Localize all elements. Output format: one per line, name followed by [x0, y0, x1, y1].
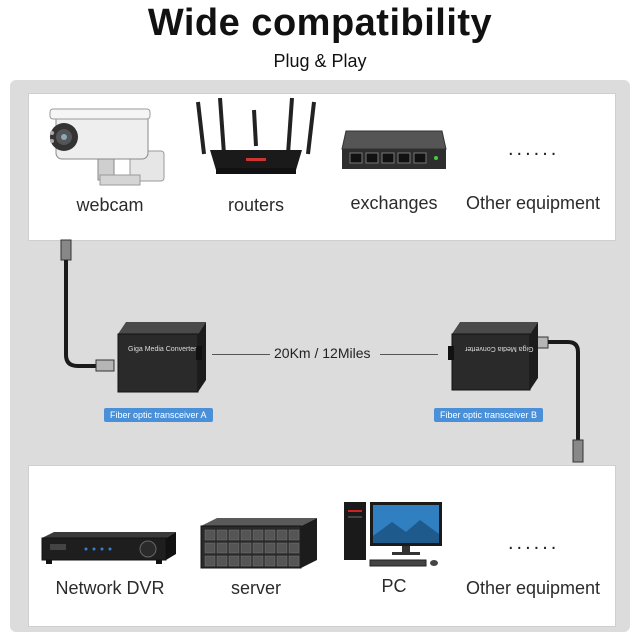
- distance-label: 20Km / 12Miles: [270, 345, 375, 361]
- server-icon: [200, 518, 317, 569]
- device-label-other-top: Other equipment: [465, 193, 601, 213]
- pc-icon: [344, 502, 442, 567]
- device-label-network-dvr: Network DVR: [55, 578, 165, 598]
- switch-icon: [341, 130, 447, 169]
- router-icon: [196, 97, 316, 174]
- device-label-server: server: [230, 578, 281, 598]
- page-title: Wide compatibility: [147, 2, 493, 44]
- transceiver-a-badge: Fiber optic transceiver A: [104, 408, 213, 422]
- distance-line-right: [380, 354, 438, 355]
- device-label-other-bottom: Other equipment: [465, 578, 601, 598]
- device-label-routers: routers: [227, 195, 285, 215]
- page-subtitle: Plug & Play: [273, 51, 367, 71]
- transceiver-a-text: Giga Media Converter: [128, 346, 197, 353]
- dvr-icon: [41, 532, 176, 564]
- ellipsis-icon: ......: [508, 532, 560, 554]
- transceiver-b-badge: Fiber optic transceiver B: [434, 408, 544, 422]
- device-label-pc: PC: [381, 576, 407, 596]
- webcam-icon: [49, 108, 165, 186]
- device-label-exchanges: exchanges: [350, 193, 438, 213]
- transceiver-b-text: Giga Media Converter: [465, 345, 534, 352]
- distance-line-left: [212, 354, 270, 355]
- ellipsis-icon: ......: [508, 138, 560, 160]
- device-label-webcam: webcam: [76, 195, 144, 215]
